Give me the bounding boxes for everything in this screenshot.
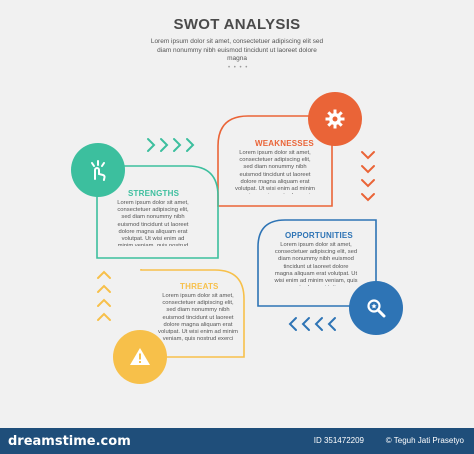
footer-author: © Teguh Jati Prasetyo [385,436,464,445]
weaknesses-title: WEAKNESSES [255,139,314,148]
page-dots: • • • • [228,65,249,71]
threats-body: Lorem ipsum dolor sit amet, consectetuer… [158,293,238,343]
page-subtitle: Lorem ipsum dolor sit amet, consectetuer… [150,38,324,63]
threats-circle [113,330,167,384]
strengths-title: STRENGTHS [128,189,180,198]
footer-image-id: ID 351472209 [313,436,364,445]
threats-frame [140,269,245,358]
weaknesses-body: Lorem ipsum dolor sit amet, consectetuer… [235,150,315,194]
opportunities-circle [349,281,403,335]
chevrons-up [97,270,111,321]
footer-bar: dreamstime.com ID 351472209 © Teguh Jati… [0,428,474,454]
opportunities-body: Lorem ipsum dolor sit amet, consectetuer… [274,242,358,286]
weaknesses-frame [217,115,333,207]
opportunities-title: OPPORTUNITIES [285,231,353,240]
warning-icon [130,348,150,365]
strengths-body: Lorem ipsum dolor sit amet, consectetuer… [117,200,189,246]
strengths-frame [96,165,219,259]
page-title: SWOT ANALYSIS [173,16,301,33]
weaknesses-circle [308,92,362,146]
opportunities-frame [257,219,377,307]
search-icon [367,299,386,318]
gear-icon [325,109,345,129]
strengths-circle [71,143,125,197]
hand-click-icon [91,160,106,181]
chevrons-left [288,317,336,331]
chevrons-down [361,151,375,202]
threats-title: THREATS [180,282,219,291]
footer-logo: dreamstime.com [8,434,131,449]
chevrons-right [147,138,195,152]
